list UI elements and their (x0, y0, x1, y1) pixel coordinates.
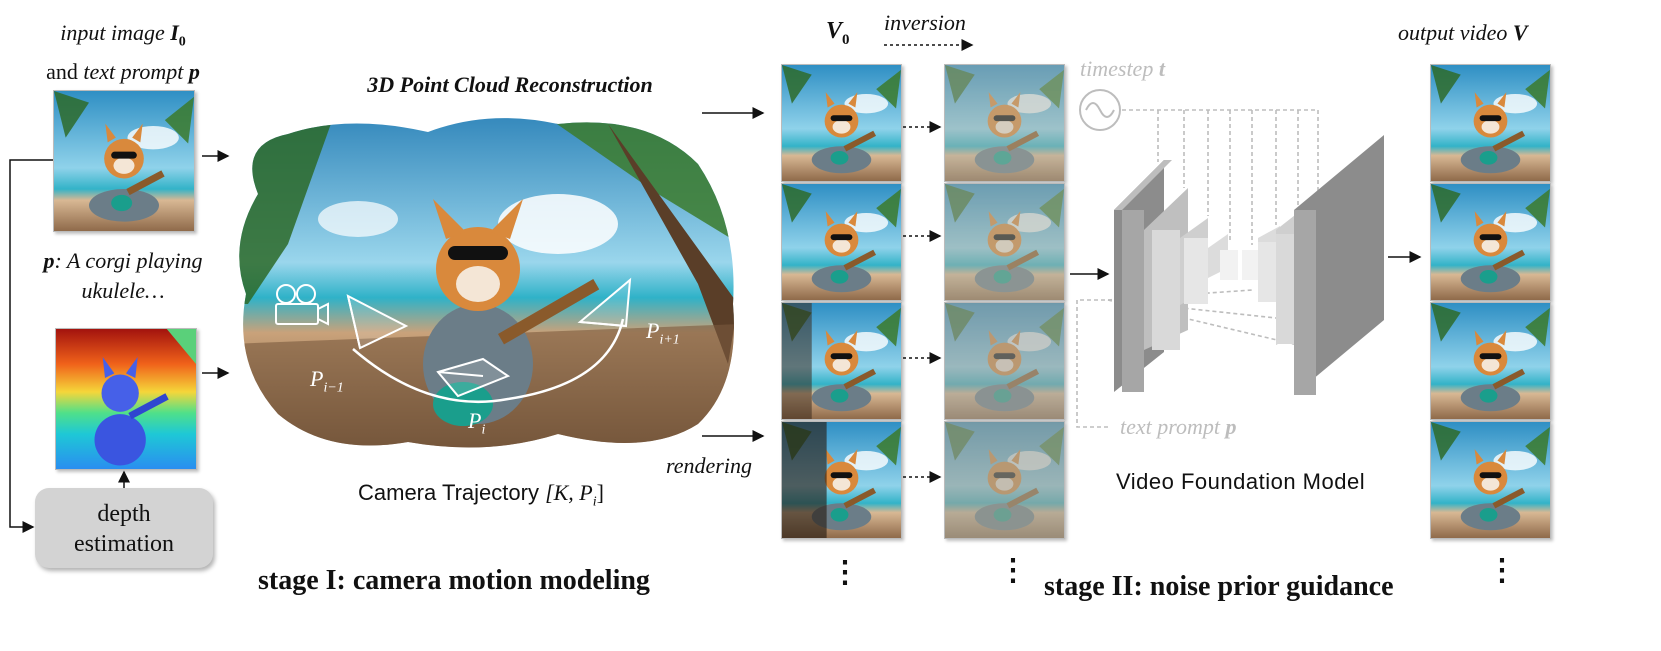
v0-label: V0 (826, 18, 850, 49)
stage2-label: stage II: noise prior guidance (1044, 571, 1394, 602)
v0-frame-1 (781, 64, 902, 182)
model-label: Video Foundation Model (1116, 469, 1366, 494)
output-symbol: V (1512, 20, 1528, 45)
point-cloud-scene (239, 118, 734, 448)
output-text: output video (1398, 20, 1513, 45)
pose-label-next: Pi+1 (646, 318, 680, 348)
pose-next-subscript: i+1 (659, 332, 680, 348)
noisy-frame-1 (944, 64, 1065, 182)
output-frame-4 (1430, 421, 1551, 539)
input-label: input image I0 and text prompt p (20, 18, 226, 87)
input-image-subscript: 0 (178, 34, 186, 50)
prompt-text-line1: : A corgi playing (54, 248, 203, 273)
point-cloud-title: 3D Point Cloud Reconstruction (367, 72, 653, 97)
rendering-label: rendering (666, 453, 752, 478)
timestep-label: timestep t (1080, 56, 1165, 82)
text-prompt-text: text prompt (83, 59, 189, 85)
and-text: and (46, 59, 84, 85)
pose-next-symbol: P (646, 318, 660, 343)
prompt-text-line2: ukulele… (81, 278, 165, 303)
unet-diagram (1114, 135, 1384, 395)
noisy-ellipsis: ⋮ (998, 554, 1028, 587)
noisy-frame-2 (944, 183, 1065, 301)
noisy-frame-3 (944, 302, 1065, 420)
v0-symbol: V (826, 18, 843, 44)
camera-caption-subscript: i (592, 494, 597, 510)
depth-estimation-box: depth estimation (35, 488, 213, 568)
noisy-frame-4 (944, 421, 1065, 539)
input-image (53, 90, 195, 232)
text-prompt-label: text prompt p (1120, 414, 1237, 440)
v0-subscript: 0 (842, 31, 850, 48)
text-prompt-label-text: text prompt (1120, 414, 1226, 439)
pose-label-cur: Pi (468, 408, 485, 438)
input-image-symbol: I (170, 20, 179, 45)
text-prompt-symbol: p (188, 59, 200, 85)
output-frame-1 (1430, 64, 1551, 182)
pose-prev-symbol: P (310, 366, 324, 391)
text-prompt-label-symbol: p (1225, 414, 1237, 439)
prompt-symbol: p (43, 248, 55, 273)
output-frame-3 (1430, 302, 1551, 420)
v0-frame-4 (781, 421, 902, 539)
timestep-text: timestep (1080, 56, 1159, 81)
camera-caption-math: [K, P (545, 480, 593, 505)
camera-caption-close: ] (596, 480, 604, 505)
v0-frame-3 (781, 302, 902, 420)
input-image-text: input image (60, 20, 171, 45)
depth-map-image (55, 328, 197, 470)
v0-frame-2 (781, 183, 902, 301)
prompt-text-block: p: A corgi playing ukulele… (10, 246, 236, 306)
pose-prev-subscript: i−1 (323, 380, 344, 396)
v0-ellipsis: ⋮ (830, 556, 860, 589)
camera-caption-text: Camera Trajectory (358, 480, 546, 505)
camera-trajectory-caption: Camera Trajectory [K, Pi] (358, 480, 604, 510)
pose-cur-subscript: i (481, 422, 486, 438)
pose-label-prev: Pi−1 (310, 366, 344, 396)
output-label: output video V (1398, 20, 1528, 46)
stage1-label: stage I: camera motion modeling (258, 565, 650, 596)
inversion-label: inversion (884, 10, 966, 35)
output-ellipsis: ⋮ (1487, 554, 1517, 587)
pose-cur-symbol: P (468, 408, 482, 433)
timestep-symbol: t (1158, 56, 1165, 81)
movie-camera-icon (275, 284, 329, 326)
output-frame-2 (1430, 183, 1551, 301)
